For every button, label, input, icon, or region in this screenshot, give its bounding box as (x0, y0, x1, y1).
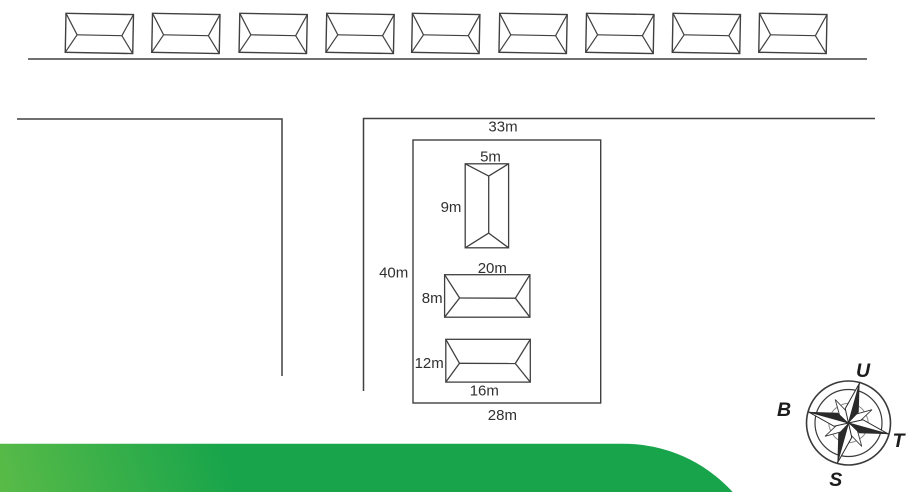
svg-text:12m: 12m (415, 355, 444, 372)
svg-text:T: T (893, 430, 907, 452)
svg-text:U: U (856, 360, 871, 382)
svg-text:B: B (777, 399, 791, 421)
svg-text:5m: 5m (480, 148, 501, 165)
svg-text:9m: 9m (441, 199, 462, 216)
svg-text:40m: 40m (379, 265, 408, 282)
svg-text:33m: 33m (488, 119, 517, 136)
svg-text:S: S (829, 469, 842, 491)
svg-text:8m: 8m (422, 290, 443, 307)
svg-text:28m: 28m (488, 407, 517, 424)
svg-text:16m: 16m (470, 383, 499, 400)
svg-text:20m: 20m (478, 260, 507, 277)
